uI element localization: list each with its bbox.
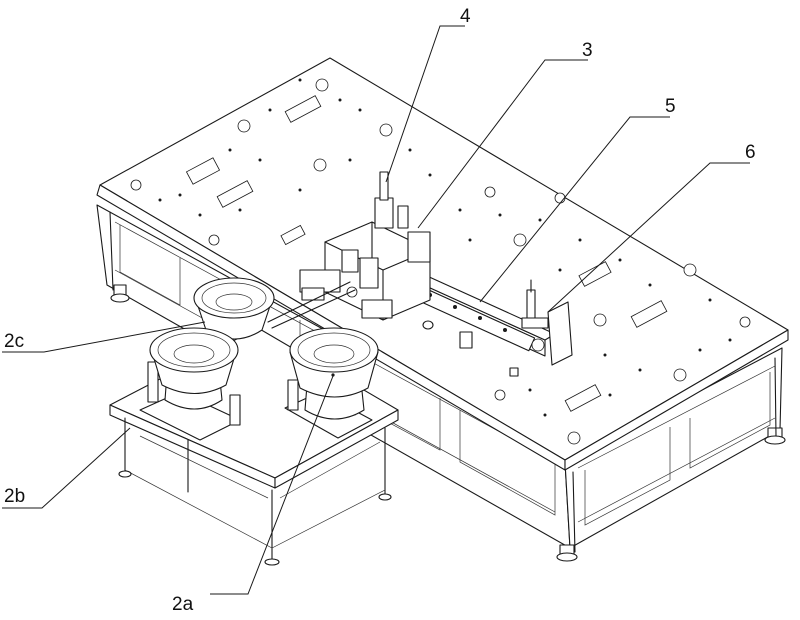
label-2a: 2a <box>172 594 194 615</box>
leader-lines <box>2 25 750 595</box>
leader-2b <box>2 427 131 509</box>
label-2b: 2b <box>4 486 25 507</box>
end-station <box>509 279 573 377</box>
vibratory-bowl-front <box>289 327 379 420</box>
vibratory-bowl-back <box>193 277 275 340</box>
label-6: 6 <box>745 142 756 163</box>
label-5: 5 <box>665 96 676 117</box>
leader-4 <box>385 25 465 183</box>
leader-2a <box>210 375 334 595</box>
label-4: 4 <box>460 6 471 27</box>
leader-2c <box>2 321 206 353</box>
label-3: 3 <box>582 40 593 61</box>
label-2c: 2c <box>4 331 24 352</box>
leader-5 <box>479 116 670 303</box>
leader-6 <box>547 162 750 313</box>
mounting-hole-pattern <box>158 78 732 417</box>
vibratory-bowl-left <box>149 327 239 410</box>
leader-3 <box>417 59 588 229</box>
assembly-head <box>299 171 431 321</box>
